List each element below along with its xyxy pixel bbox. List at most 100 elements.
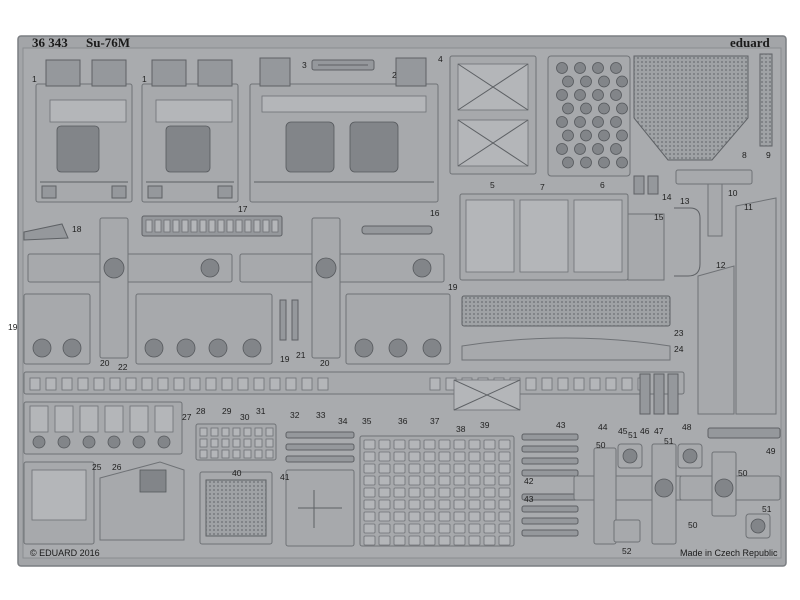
part-19-left — [23, 293, 91, 365]
part-26-plate — [99, 461, 185, 541]
part-14-clips — [633, 175, 659, 195]
part-42-cross — [285, 469, 355, 547]
part-number-label: 31 — [256, 406, 266, 416]
part-number-label: 51 — [664, 436, 674, 446]
part-number-label: 48 — [682, 422, 692, 432]
part-49-rod — [707, 427, 781, 439]
part-number-label: 50 — [596, 440, 606, 450]
part-46-47-48-small — [639, 373, 679, 415]
part-number-label: 30 — [240, 412, 250, 422]
part-number-label: 33 — [316, 410, 326, 420]
part-17-rail — [141, 215, 283, 237]
part-33-rods — [285, 431, 355, 463]
part-number-label: 27 — [182, 412, 192, 422]
part-50-bar — [593, 447, 617, 545]
part-number-label: 14 — [662, 192, 672, 202]
part-number-label: 1 — [32, 74, 37, 84]
part-number-label: 35 — [362, 416, 372, 426]
part-number-label: 4 — [438, 54, 443, 64]
part-13-bracket — [674, 207, 701, 277]
part-25-26-grid — [23, 401, 183, 455]
part-41-mesh — [199, 471, 273, 545]
part-number-label: 13 — [680, 196, 690, 206]
part-15-frame — [459, 193, 665, 281]
product-code: 36 343 — [32, 35, 68, 50]
part-11-12-long — [697, 197, 777, 415]
part-number-label: 18 — [72, 224, 82, 234]
part-number-label: 50 — [738, 468, 748, 478]
part-number-label: 25 — [92, 462, 102, 472]
part-1-left — [35, 59, 133, 203]
part-20-cross-left — [27, 217, 233, 359]
part-number-label: 1 — [142, 74, 147, 84]
part-number-label: 39 — [480, 420, 490, 430]
part-21-pins — [279, 299, 299, 341]
part-number-label: 10 — [728, 188, 738, 198]
part-number-label: 41 — [280, 472, 290, 482]
part-number-label: 15 — [654, 212, 664, 222]
part-number-label: 28 — [196, 406, 206, 416]
part-number-label: 19 — [280, 354, 290, 364]
part-number-label: 51 — [628, 430, 638, 440]
part-8-mesh — [633, 55, 749, 161]
part-number-label: 24 — [674, 344, 684, 354]
part-number-label: 26 — [112, 462, 122, 472]
part-number-label: 22 — [118, 362, 128, 372]
part-number-label: 16 — [430, 208, 440, 218]
part-number-label: 23 — [674, 328, 684, 338]
part-number-label: 21 — [296, 350, 306, 360]
part-number-label: 9 — [766, 150, 771, 160]
part-number-label: 51 — [762, 504, 772, 514]
part-number-label: 50 — [688, 520, 698, 530]
part-9-strip — [759, 53, 773, 147]
part-number-label: 3 — [302, 60, 307, 70]
part-number-label: 52 — [622, 546, 632, 556]
part-number-label: 40 — [232, 468, 242, 478]
part-number-label: 46 — [640, 426, 650, 436]
part-number-label: 43 — [556, 420, 566, 430]
part-number-label: 20 — [100, 358, 110, 368]
part-25-box — [23, 461, 95, 545]
part-52 — [613, 519, 641, 543]
part-number-label: 38 — [456, 424, 466, 434]
part-number-label: 7 — [540, 182, 545, 192]
part-number-label: 45 — [618, 426, 628, 436]
part-43-rods — [521, 433, 579, 537]
part-number-label: 42 — [524, 476, 534, 486]
part-number-label: 20 — [320, 358, 330, 368]
part-23-grille — [461, 295, 671, 327]
part-number-label: 19 — [448, 282, 458, 292]
part-24-curve — [461, 337, 671, 361]
part-20-cross-right — [239, 217, 445, 359]
part-number-label: 43 — [524, 494, 534, 504]
part-1-middle — [141, 59, 239, 203]
part-number-label: 6 — [600, 180, 605, 190]
part-18-small — [23, 223, 69, 241]
part-39-links — [359, 435, 515, 547]
part-number-label: 5 — [490, 180, 495, 190]
part-number-label: 8 — [742, 150, 747, 160]
model-name: Su-76M — [86, 35, 130, 50]
part-number-label: 32 — [290, 410, 300, 420]
copyright-text: © EDUARD 2016 — [30, 548, 100, 558]
part-number-label: 11 — [744, 202, 753, 212]
part-30-grid — [195, 423, 277, 461]
part-number-label: 2 — [392, 70, 397, 80]
part-number-label: 36 — [398, 416, 408, 426]
part-number-label: 17 — [238, 204, 248, 214]
part-number-label: 29 — [222, 406, 232, 416]
part-51-discs — [617, 443, 771, 539]
part-number-label: 49 — [766, 446, 776, 456]
part-number-label: 37 — [430, 416, 440, 426]
part-number-label: 34 — [338, 416, 348, 426]
part-10-t — [675, 169, 753, 237]
part-number-label: 19 — [8, 322, 18, 332]
part-number-label: 44 — [598, 422, 608, 432]
part-2-large — [249, 57, 439, 203]
part-19-right — [345, 293, 451, 365]
parts-27-48-strip — [23, 371, 685, 411]
part-number-label: 12 — [716, 260, 726, 270]
part-6-7-perforated — [547, 55, 631, 177]
